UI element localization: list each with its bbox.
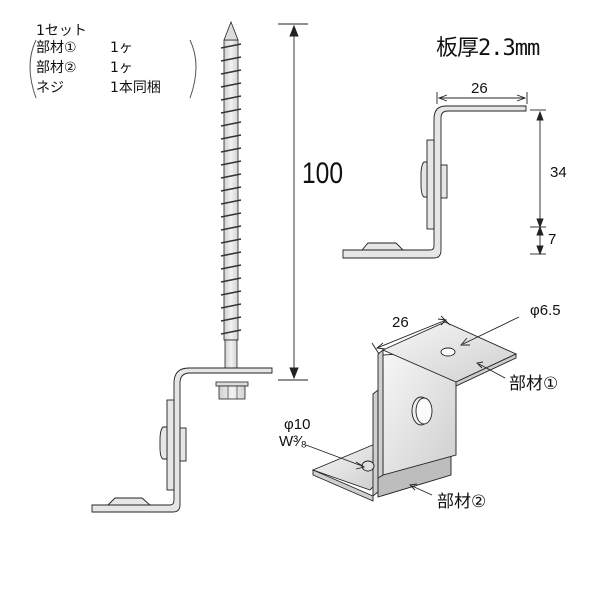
set-item-screw: ネジ 1本同梱 [36, 80, 161, 96]
set-item-qty: 1ヶ [110, 60, 133, 76]
hole-part1-value: φ6.5 [530, 302, 561, 319]
dimension-bracket [436, 92, 546, 256]
set-item-part2: 部材② 1ヶ [36, 60, 133, 76]
bracket-parentheses [29, 39, 197, 99]
set-item-name: 部材① [36, 40, 77, 56]
part1-label: 部材① [509, 374, 559, 394]
bracket-lower-value: 7 [548, 231, 557, 248]
screw-length-value: 100 [302, 157, 344, 190]
bracket-side-view-assembled [91, 367, 273, 513]
bracket-isometric [305, 315, 520, 502]
thread-spec-value: W³⁄₈ [279, 433, 307, 450]
set-item-qty: 1ヶ [110, 40, 133, 56]
hole-part2-value: φ10 [284, 416, 311, 433]
set-item-name: 部材② [36, 60, 77, 76]
set-item-part1: 部材① 1ヶ [36, 40, 133, 56]
iso-width-value: 26 [392, 314, 409, 331]
bracket-side-view [342, 105, 527, 259]
set-item-qty: 1本同梱 [110, 80, 161, 96]
set-item-name: ネジ [36, 80, 64, 96]
bracket-height-value: 34 [550, 164, 567, 181]
set-contents-list: 1セット 部材① 1ヶ 部材② 1ヶ ネジ 1本同梱 [22, 20, 200, 100]
part2-label: 部材② [437, 492, 487, 512]
set-title: 1セット [36, 23, 87, 39]
plate-thickness-label: 板厚2.3mm [436, 36, 540, 61]
screw-drawing [215, 20, 249, 400]
bracket-width-value: 26 [471, 80, 488, 97]
dimension-screw-length [278, 23, 308, 381]
